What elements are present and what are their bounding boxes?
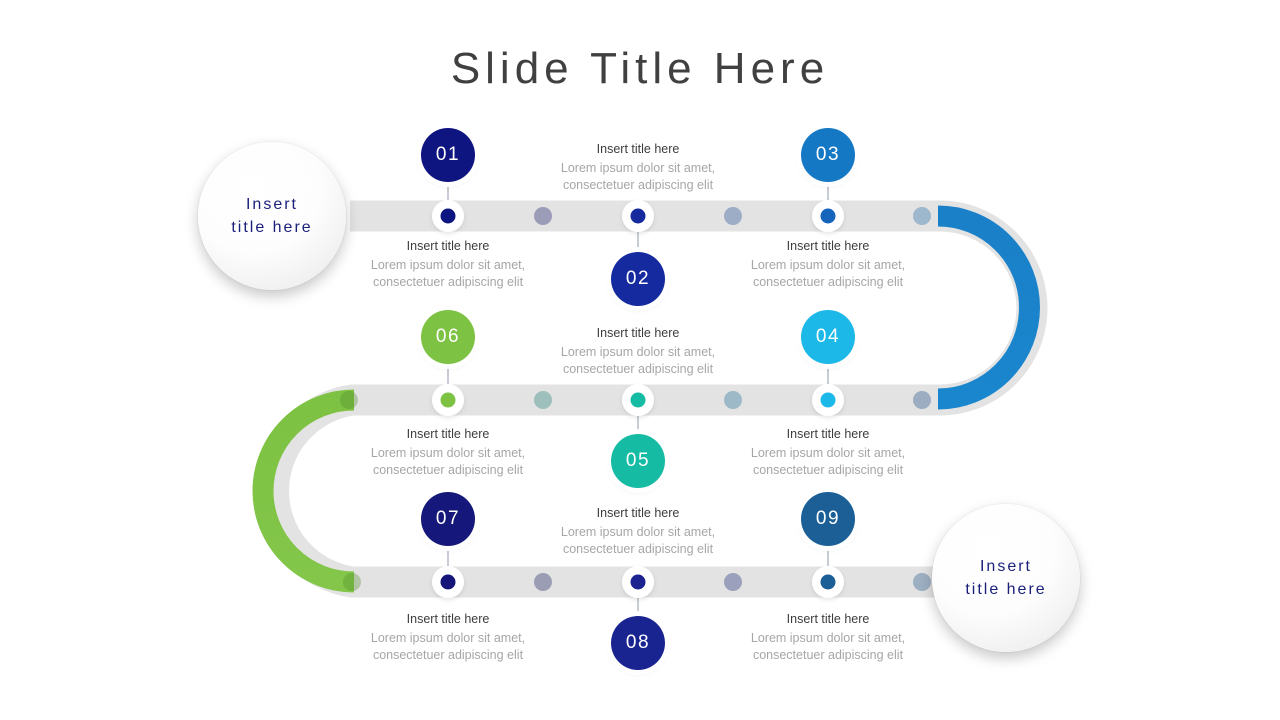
step-circle-01[interactable]: 01 <box>421 128 475 182</box>
step-number-04: 04 <box>815 326 841 347</box>
step-number-02: 02 <box>625 268 651 289</box>
step-body-05: Lorem ipsum dolor sit amet, consectetuer… <box>560 345 716 377</box>
step-text-08: Insert title here Lorem ipsum dolor sit … <box>533 505 743 558</box>
step-title-08: Insert title here <box>596 506 680 520</box>
track-nodes[interactable] <box>432 200 844 598</box>
step-body-06: Lorem ipsum dolor sit amet, consectetuer… <box>370 446 526 478</box>
step-number-07: 07 <box>435 508 461 529</box>
step-circle-03[interactable]: 03 <box>801 128 855 182</box>
step-title-03: Insert title here <box>786 239 870 253</box>
step-body-02: Lorem ipsum dolor sit amet, consectetuer… <box>560 161 716 193</box>
step-body-03: Lorem ipsum dolor sit amet, consectetuer… <box>750 258 906 290</box>
step-body-01: Lorem ipsum dolor sit amet, consectetuer… <box>370 258 526 290</box>
step-number-01: 01 <box>435 144 461 165</box>
track-segment-dots <box>340 207 931 591</box>
step-number-08: 08 <box>625 632 651 653</box>
step-circle-06[interactable]: 06 <box>421 310 475 364</box>
start-bubble[interactable]: Insert title here <box>198 142 346 290</box>
step-text-03: Insert title here Lorem ipsum dolor sit … <box>723 238 933 291</box>
step-title-05: Insert title here <box>596 326 680 340</box>
step-title-04: Insert title here <box>786 427 870 441</box>
start-bubble-line2: title here <box>231 219 313 236</box>
start-bubble-line1: Insert <box>245 195 298 213</box>
step-number-06: 06 <box>435 326 461 347</box>
step-text-05: Insert title here Lorem ipsum dolor sit … <box>533 325 743 378</box>
step-text-06: Insert title here Lorem ipsum dolor sit … <box>343 426 553 479</box>
step-circle-09[interactable]: 09 <box>801 492 855 546</box>
step-text-09: Insert title here Lorem ipsum dolor sit … <box>723 611 933 664</box>
step-body-04: Lorem ipsum dolor sit amet, consectetuer… <box>750 446 906 478</box>
step-circle-05[interactable]: 05 <box>611 434 665 488</box>
step-body-09: Lorem ipsum dolor sit amet, consectetuer… <box>750 631 906 663</box>
step-text-07: Insert title here Lorem ipsum dolor sit … <box>343 611 553 664</box>
step-title-06: Insert title here <box>406 427 490 441</box>
step-circle-08[interactable]: 08 <box>611 616 665 670</box>
end-bubble-line2: title here <box>965 581 1047 598</box>
step-title-09: Insert title here <box>786 612 870 626</box>
step-number-05: 05 <box>625 450 651 471</box>
step-circle-02[interactable]: 02 <box>611 252 665 306</box>
step-title-02: Insert title here <box>596 142 680 156</box>
track-curve-left <box>252 389 355 593</box>
step-circle-04[interactable]: 04 <box>801 310 855 364</box>
step-number-09: 09 <box>815 508 841 529</box>
page-title: Slide Title Here <box>450 44 830 93</box>
step-body-08: Lorem ipsum dolor sit amet, consectetuer… <box>560 525 716 557</box>
step-body-07: Lorem ipsum dolor sit amet, consectetuer… <box>370 631 526 663</box>
step-title-01: Insert title here <box>406 239 490 253</box>
step-number-03: 03 <box>815 144 841 165</box>
step-title-07: Insert title here <box>406 612 490 626</box>
track-curve-right <box>937 205 1040 410</box>
step-text-04: Insert title here Lorem ipsum dolor sit … <box>723 426 933 479</box>
end-bubble-line1: Insert <box>979 557 1032 575</box>
step-circle-07[interactable]: 07 <box>421 492 475 546</box>
step-text-02: Insert title here Lorem ipsum dolor sit … <box>533 141 743 194</box>
step-text-01: Insert title here Lorem ipsum dolor sit … <box>343 238 553 291</box>
end-bubble[interactable]: Insert title here <box>932 504 1080 652</box>
